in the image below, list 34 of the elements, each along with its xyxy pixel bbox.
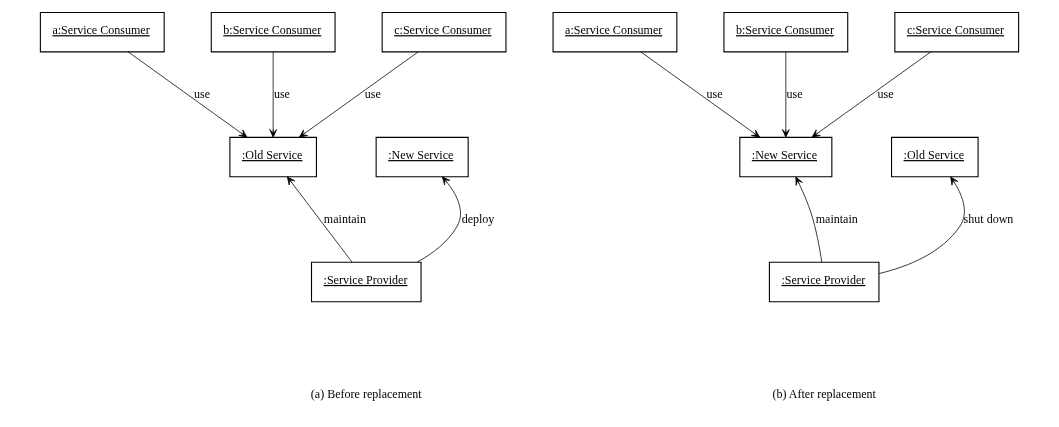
arrow	[299, 51, 419, 138]
edge-label: maintain	[323, 211, 366, 226]
edge-label: use	[786, 86, 803, 101]
arrow	[286, 176, 353, 263]
arrow	[269, 51, 277, 138]
node-box: b:Service Consumer	[210, 11, 336, 53]
arrow	[878, 176, 965, 274]
label: (a) Before replacement	[310, 386, 422, 401]
node-box: :Service Provider	[768, 261, 880, 303]
edge-label: use	[273, 86, 290, 101]
node-box: :New Service	[375, 136, 469, 178]
arrow	[795, 176, 823, 263]
node-box: :New Service	[739, 136, 833, 178]
label: (b) After replacement	[772, 386, 876, 401]
edge-label: shut down	[963, 211, 1014, 226]
node-box: a:Service Consumer	[39, 11, 165, 53]
node-box: :Old Service	[891, 136, 979, 178]
node-box: c:Service Consumer	[381, 11, 507, 53]
node-box: a:Service Consumer	[552, 11, 678, 53]
edge-label: use	[877, 86, 894, 101]
edge-label: use	[706, 86, 723, 101]
edge-label: use	[193, 86, 210, 101]
edge-label: maintain	[815, 211, 858, 226]
node-box: :Old Service	[229, 136, 317, 178]
node-box: :Service Provider	[310, 261, 422, 303]
arrow	[782, 51, 790, 138]
arrow	[811, 51, 932, 138]
node-box: c:Service Consumer	[894, 11, 1020, 53]
arrow	[640, 51, 760, 138]
arrow	[127, 51, 248, 138]
edge-label: use	[364, 86, 381, 101]
edge-label: deploy	[461, 211, 495, 226]
node-box: b:Service Consumer	[723, 11, 849, 53]
arrow	[416, 176, 461, 263]
